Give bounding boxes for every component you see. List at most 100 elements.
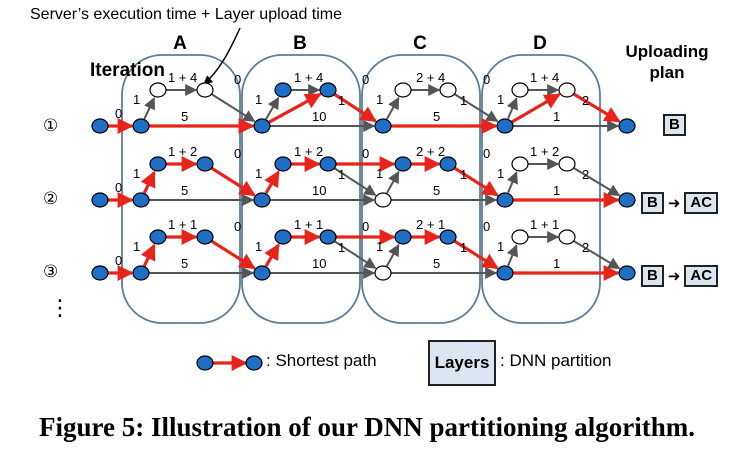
edge-label: 1 + 2: [530, 144, 559, 159]
edge-label: 1 + 1: [530, 217, 559, 232]
graph-edge: [265, 96, 280, 120]
plan-box: B: [641, 265, 664, 287]
iteration-2: ②: [43, 189, 59, 208]
legend-node: [196, 355, 214, 371]
graph-node: [132, 118, 150, 134]
edge-label: 1 + 2: [294, 144, 323, 159]
edge-label: 1: [376, 239, 383, 254]
shortest-path-edge: [453, 239, 499, 270]
graph-node: [319, 156, 337, 172]
edge-label: 1: [497, 92, 504, 107]
graph-edge: [573, 240, 621, 270]
edge-label: 0: [234, 146, 241, 161]
graph-node: [618, 118, 636, 134]
graph-edge: [506, 97, 518, 120]
edge-label: 1: [133, 92, 140, 107]
edge-label: 1: [497, 166, 504, 181]
edge-label: 0: [362, 146, 369, 161]
plan-box: AC: [684, 192, 719, 214]
layer-header-c: C: [413, 33, 427, 54]
layer-header-d: D: [533, 33, 547, 54]
partition-oval: [361, 54, 481, 324]
graph-node: [132, 192, 150, 208]
graph-node: [319, 82, 337, 98]
shortest-path-edge: [511, 93, 561, 124]
edge-label: 0: [483, 219, 490, 234]
edge-label: 2 + 4: [416, 70, 445, 85]
graph-node: [253, 192, 271, 208]
edge-label: 1: [497, 239, 504, 254]
plan-row-3: B ➜ AC: [641, 265, 719, 287]
graph-node: [132, 265, 150, 281]
edge-label: 5: [181, 109, 188, 124]
edge-label: 1 + 4: [168, 70, 197, 85]
graph-edge: [386, 243, 400, 267]
edge-label: 1: [338, 93, 345, 108]
graph-node: [91, 118, 109, 134]
plan-box: AC: [684, 265, 719, 287]
edge-label: 1: [133, 239, 140, 254]
edge-label: 1 + 1: [294, 217, 323, 232]
graph-edge: [506, 244, 518, 267]
shortest-path-edge: [333, 93, 377, 123]
edge-label: 5: [433, 109, 440, 124]
graph-edge: [143, 97, 156, 120]
arrow-icon: ➜: [667, 268, 681, 285]
graph-node: [394, 229, 412, 245]
graph-node: [91, 265, 109, 281]
graph-node: [149, 82, 167, 98]
edge-label: 1: [553, 109, 560, 124]
shortest-path-edge: [573, 92, 621, 123]
shortest-path-edge: [268, 92, 322, 124]
plan-row-1: B: [663, 114, 686, 136]
edge-label: 1: [376, 166, 383, 181]
edge-label: 1: [553, 256, 560, 271]
graph-node: [511, 229, 529, 245]
graph-node: [511, 82, 529, 98]
graph-edge: [334, 167, 377, 196]
shortest-path-edge: [210, 239, 256, 270]
edge-label: 0: [234, 219, 241, 234]
annotation-arrow: [203, 27, 241, 85]
edge-label: 10: [312, 256, 326, 271]
shortest-path-edge: [264, 170, 280, 194]
edge-label: 1: [460, 240, 467, 255]
graph-node: [496, 118, 514, 134]
graph-node: [91, 192, 109, 208]
edge-label: 10: [312, 109, 326, 124]
graph-node: [558, 82, 576, 98]
legend-layers-box: Layers: [428, 340, 496, 386]
shortest-path-edge: [453, 166, 499, 197]
graph-node: [374, 118, 392, 134]
edge-label: 1: [338, 240, 345, 255]
graph-node: [319, 229, 337, 245]
shortest-path-edge: [140, 243, 156, 267]
graph-node: [253, 118, 271, 134]
graph-node: [149, 156, 167, 172]
layer-header-b: B: [293, 33, 307, 54]
figure-caption: Figure 5: Illustration of our DNN partit…: [38, 412, 695, 442]
graph-node: [374, 265, 392, 281]
graph-node: [618, 265, 636, 281]
graph-node: [253, 265, 271, 281]
graph-node: [439, 82, 457, 98]
graph-node: [196, 156, 214, 172]
edge-label: 1: [338, 167, 345, 182]
iteration-1: ①: [43, 116, 59, 135]
plan-box: B: [641, 192, 664, 214]
graph-node: [394, 82, 412, 98]
edge-label: 1 + 2: [168, 144, 197, 159]
shortest-path-edge: [210, 166, 256, 197]
edge-label: 0: [362, 72, 369, 87]
edge-label: 1: [255, 92, 262, 107]
plan-box: B: [663, 114, 686, 136]
edge-label: 5: [433, 256, 440, 271]
edge-label: 1: [255, 239, 262, 254]
iteration-more: ⋮: [49, 295, 71, 320]
graph-node: [274, 156, 292, 172]
edge-label: 10: [312, 183, 326, 198]
edge-label: 0: [483, 72, 490, 87]
graph-edge: [211, 93, 256, 123]
graph-edge: [386, 96, 400, 120]
graph-node: [558, 229, 576, 245]
